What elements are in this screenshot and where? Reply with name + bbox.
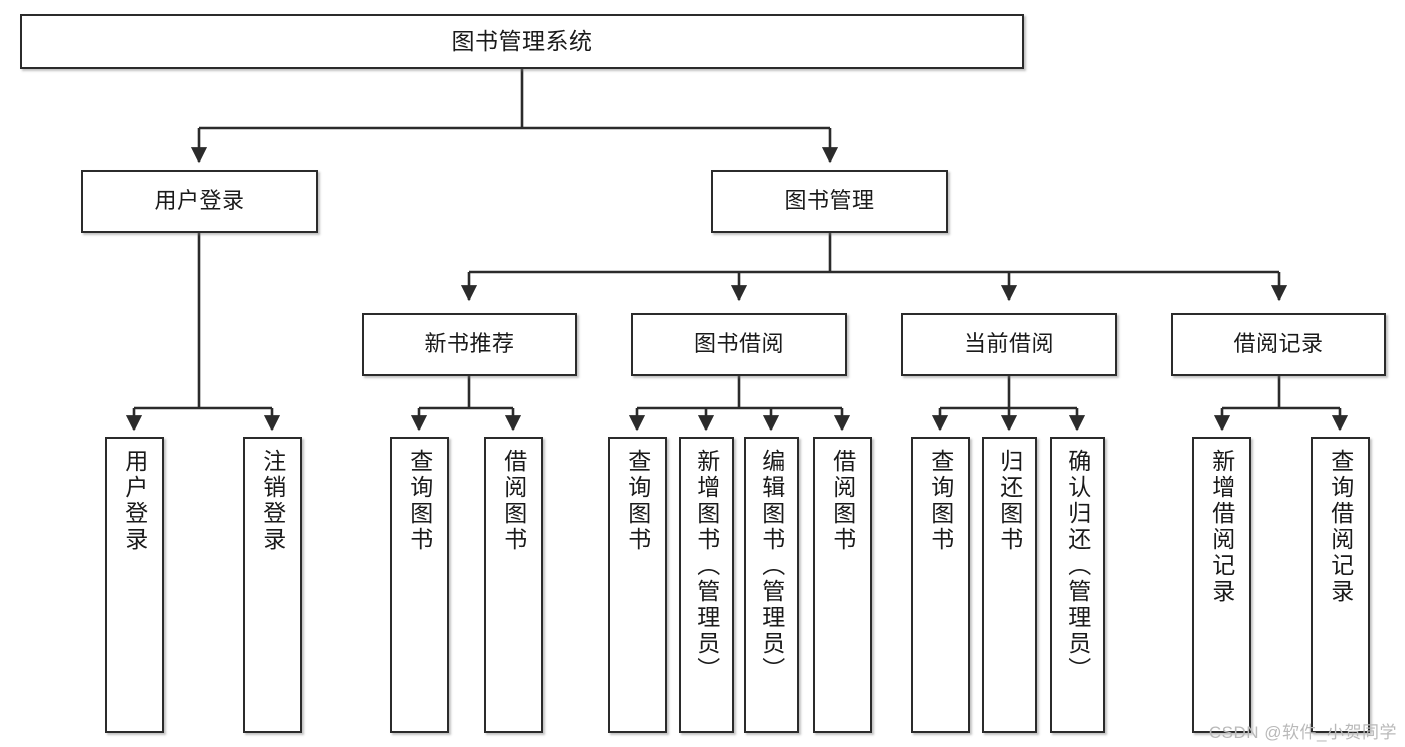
node-leaf-label: 新增借阅记录 <box>1208 449 1235 605</box>
node-leaf-add-book-admin[interactable]: 新增图书（管理员） <box>679 437 734 733</box>
node-book-management[interactable]: 图书管理 <box>711 170 948 233</box>
node-new-book-recommend-label: 新书推荐 <box>424 331 515 357</box>
node-leaf-user-login[interactable]: 用户登录 <box>105 437 164 733</box>
node-leaf-label: 查询借阅记录 <box>1327 449 1354 605</box>
node-leaf-label: 用户登录 <box>121 449 148 553</box>
node-leaf-label: 确认归还（管理员） <box>1064 449 1091 683</box>
node-leaf-edit-book-admin[interactable]: 编辑图书（管理员） <box>744 437 799 733</box>
node-leaf-return-book[interactable]: 归还图书 <box>982 437 1037 733</box>
node-leaf-query-book-current[interactable]: 查询图书 <box>911 437 970 733</box>
node-leaf-query-book-borrow[interactable]: 查询图书 <box>608 437 667 733</box>
node-leaf-query-borrow-record[interactable]: 查询借阅记录 <box>1311 437 1370 733</box>
node-user-login-label: 用户登录 <box>154 188 245 214</box>
node-leaf-label: 借阅图书 <box>829 449 856 553</box>
node-root[interactable]: 图书管理系统 <box>20 14 1024 69</box>
node-leaf-label: 新增图书（管理员） <box>693 449 720 683</box>
csdn-watermark: CSDN @软件_小贺同学 <box>1208 723 1397 742</box>
node-leaf-borrow-book-new[interactable]: 借阅图书 <box>484 437 543 733</box>
node-leaf-label: 查询图书 <box>927 449 954 553</box>
node-leaf-confirm-return-admin[interactable]: 确认归还（管理员） <box>1050 437 1105 733</box>
node-leaf-label: 注销登录 <box>259 449 286 553</box>
node-leaf-label: 查询图书 <box>406 449 433 553</box>
node-book-management-label: 图书管理 <box>784 188 875 214</box>
node-current-borrow[interactable]: 当前借阅 <box>901 313 1117 376</box>
node-leaf-label: 借阅图书 <box>500 449 527 553</box>
node-leaf-logout[interactable]: 注销登录 <box>243 437 302 733</box>
node-book-borrow-label: 图书借阅 <box>693 331 784 357</box>
node-leaf-label: 编辑图书（管理员） <box>758 449 785 683</box>
node-leaf-add-borrow-record[interactable]: 新增借阅记录 <box>1192 437 1251 733</box>
node-current-borrow-label: 当前借阅 <box>963 331 1054 357</box>
node-new-book-recommend[interactable]: 新书推荐 <box>362 313 577 376</box>
node-borrow-record-label: 借阅记录 <box>1233 331 1324 357</box>
node-root-label: 图书管理系统 <box>451 27 593 54</box>
node-leaf-label: 查询图书 <box>624 449 651 553</box>
node-book-borrow[interactable]: 图书借阅 <box>631 313 847 376</box>
node-leaf-borrow-book[interactable]: 借阅图书 <box>813 437 872 733</box>
node-borrow-record[interactable]: 借阅记录 <box>1171 313 1386 376</box>
node-leaf-label: 归还图书 <box>996 449 1023 553</box>
node-leaf-query-book-new[interactable]: 查询图书 <box>390 437 449 733</box>
node-user-login[interactable]: 用户登录 <box>81 170 318 233</box>
